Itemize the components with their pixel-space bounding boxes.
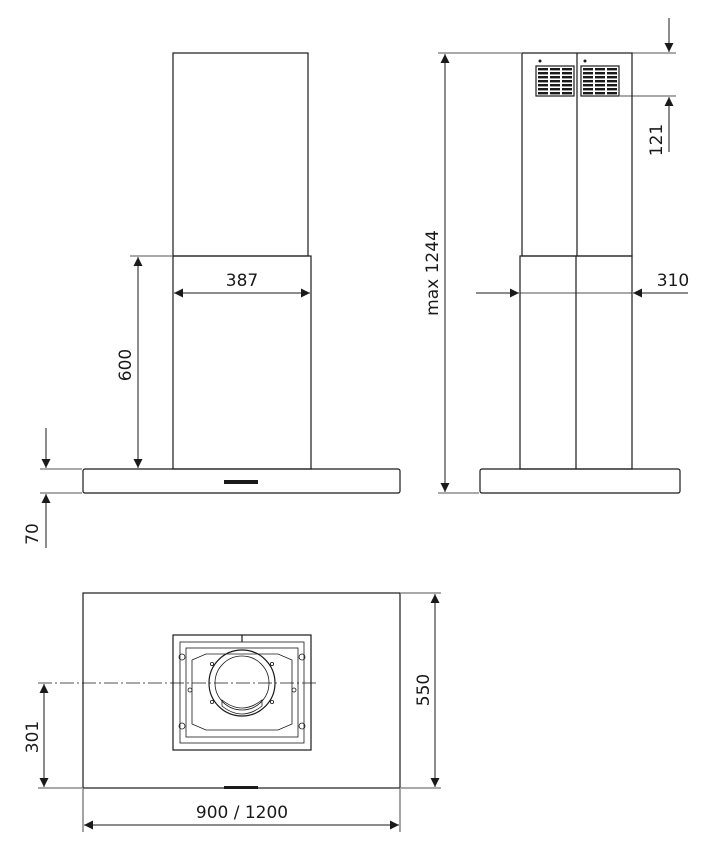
vent-slat (550, 76, 560, 79)
vent-slat (583, 84, 593, 87)
vent-slat (595, 76, 605, 79)
vent-slat (583, 68, 593, 71)
vent-slat (550, 84, 560, 87)
vent-slat (550, 72, 560, 75)
top-chimney-outer (172, 634, 312, 751)
vent-slat (538, 72, 548, 75)
dim-301-label: 301 (23, 721, 43, 753)
vent-slat (583, 76, 593, 79)
vent-slat (595, 68, 605, 71)
vent-slat (562, 68, 572, 71)
vent-slat (538, 80, 548, 83)
vent-grill-right (580, 59, 620, 97)
vent-slat (595, 88, 605, 91)
vent-slat (538, 76, 548, 79)
front-view: 387 600 70 (23, 52, 401, 548)
vent-slat (538, 84, 548, 87)
dim-550-label: 550 (414, 674, 434, 706)
vent-slat (562, 88, 572, 91)
dim-600-label: 600 (116, 349, 136, 381)
vent-slat (538, 68, 548, 71)
vent-grill-left (535, 59, 575, 97)
vent-slat (583, 92, 593, 95)
vent-slat (562, 72, 572, 75)
top-mounting-holes (178, 653, 306, 730)
vent-slat (607, 88, 617, 91)
vent-slat (607, 76, 617, 79)
top-view: 301 550 900 / 1200 (23, 592, 441, 832)
top-canopy-outline (82, 592, 401, 789)
vent-slat (550, 88, 560, 91)
front-canopy (82, 468, 401, 494)
vent-slat (562, 92, 572, 95)
vent-slat (562, 84, 572, 87)
dim-121-label: 121 (647, 124, 667, 156)
vent-slat (583, 80, 593, 83)
front-control-strip (224, 480, 258, 484)
vent-slat (583, 88, 593, 91)
vent-slat (550, 92, 560, 95)
dim-900-label: 900 / 1200 (196, 803, 288, 823)
vent-slat (550, 80, 560, 83)
dim-1244-label: max 1244 (423, 230, 443, 316)
top-duct-collar (221, 699, 263, 715)
vent-slat (607, 92, 617, 95)
dim-387-label: 387 (226, 271, 258, 291)
vent-slat (562, 80, 572, 83)
dim-70-label: 70 (23, 523, 43, 545)
vent-slat (595, 92, 605, 95)
vent-slat (583, 72, 593, 75)
top-motor-housing (191, 653, 293, 731)
front-upper-chimney (172, 52, 309, 257)
vent-slat (550, 68, 560, 71)
vent-slat (538, 92, 548, 95)
vent-slat (562, 76, 572, 79)
side-view: max 1244 310 121 (423, 18, 689, 494)
vent-slat (607, 84, 617, 87)
side-canopy (479, 468, 681, 494)
top-control-strip (224, 786, 258, 789)
top-motor-plate (185, 647, 299, 738)
vent-slat (595, 72, 605, 75)
vent-slat (607, 80, 617, 83)
vent-slat (607, 72, 617, 75)
dim-310-label: 310 (657, 271, 689, 291)
vent-slat (595, 80, 605, 83)
vent-slat (607, 68, 617, 71)
vent-slat (595, 84, 605, 87)
vent-slat (538, 88, 548, 91)
